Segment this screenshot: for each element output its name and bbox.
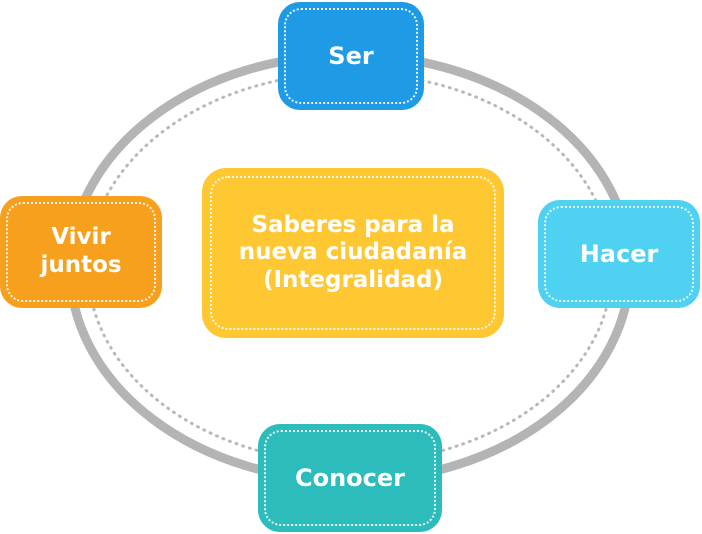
node-vivir-juntos: Vivir juntos xyxy=(0,196,162,308)
node-vivir-juntos-line1: Vivir xyxy=(51,224,111,251)
node-vivir-juntos-label: Vivir juntos xyxy=(40,224,121,279)
node-conocer: Conocer xyxy=(258,424,442,532)
node-vivir-juntos-line2: juntos xyxy=(40,252,122,278)
node-center-label: Saberes para la nueva ciudadanía (Integr… xyxy=(239,212,468,295)
node-center-line3: (Integralidad) xyxy=(262,266,444,293)
node-hacer-label: Hacer xyxy=(579,239,659,268)
node-center-line2: nueva ciudadanía xyxy=(238,239,468,266)
node-conocer-label: Conocer xyxy=(294,463,405,492)
node-ser: Ser xyxy=(278,2,424,110)
node-center-saberes: Saberes para la nueva ciudadanía (Integr… xyxy=(202,168,504,338)
node-hacer: Hacer xyxy=(538,200,700,308)
node-center-line1: Saberes para la xyxy=(251,211,455,238)
node-ser-label: Ser xyxy=(328,41,374,70)
